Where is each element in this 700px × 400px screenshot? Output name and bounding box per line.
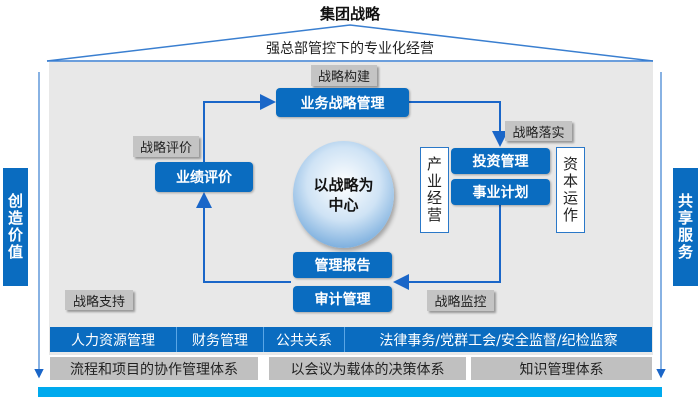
arrow-plan-to-report [393, 205, 501, 290]
function-hr: 人力资源管理 [50, 327, 177, 352]
vertical-industry: 产业经营 [420, 147, 449, 233]
box-audit: 审计管理 [293, 286, 392, 312]
box-performance: 业绩评价 [155, 162, 253, 192]
roof-line [46, 24, 654, 62]
system-process: 流程和项目的协作管理体系 [50, 357, 258, 380]
arrow-strategy-to-investment [409, 101, 508, 147]
arrow-evaluate-to-strategy [203, 94, 276, 162]
function-legal-etc: 法律事务/党群工会/安全监督/纪检监察 [379, 332, 618, 349]
box-business-strategy: 业务战略管理 [276, 88, 409, 117]
strategy-center-circle: 以战略为中心 [293, 141, 394, 248]
side-label-shared-services: 共享服务 [673, 168, 698, 286]
function-pr: 公共关系 [264, 327, 345, 352]
function-finance: 财务管理 [177, 327, 264, 352]
tag-strategy-evaluate: 战略评价 [133, 136, 199, 157]
box-business-plan: 事业计划 [451, 179, 550, 205]
tag-strategy-implement: 战略落实 [505, 121, 572, 141]
functions-bar: 人力资源管理 财务管理 公共关系 法律事务/党群工会/安全监督/纪检监察 [50, 327, 652, 352]
box-mgmt-report: 管理报告 [293, 252, 392, 278]
base-bar [38, 387, 662, 397]
arrow-report-to-evaluate [196, 192, 291, 283]
system-knowledge: 知识管理体系 [471, 357, 652, 380]
tag-strategy-support: 战略支持 [65, 290, 133, 310]
center-line2: 中心 [328, 195, 359, 214]
vertical-capital: 资本运作 [556, 147, 585, 233]
box-investment: 投资管理 [451, 148, 550, 174]
tag-strategy-monitor: 战略监控 [427, 290, 494, 311]
diagram-title: 集团战略 [319, 5, 380, 23]
center-line1: 以战略为 [313, 175, 374, 194]
diagram-subtitle: 强总部管控下的专业化经营 [266, 41, 434, 57]
system-decision: 以会议为载体的决策体系 [269, 357, 466, 380]
tag-strategy-build: 战略构建 [311, 65, 377, 86]
side-label-create-value: 创造价值 [3, 168, 28, 286]
